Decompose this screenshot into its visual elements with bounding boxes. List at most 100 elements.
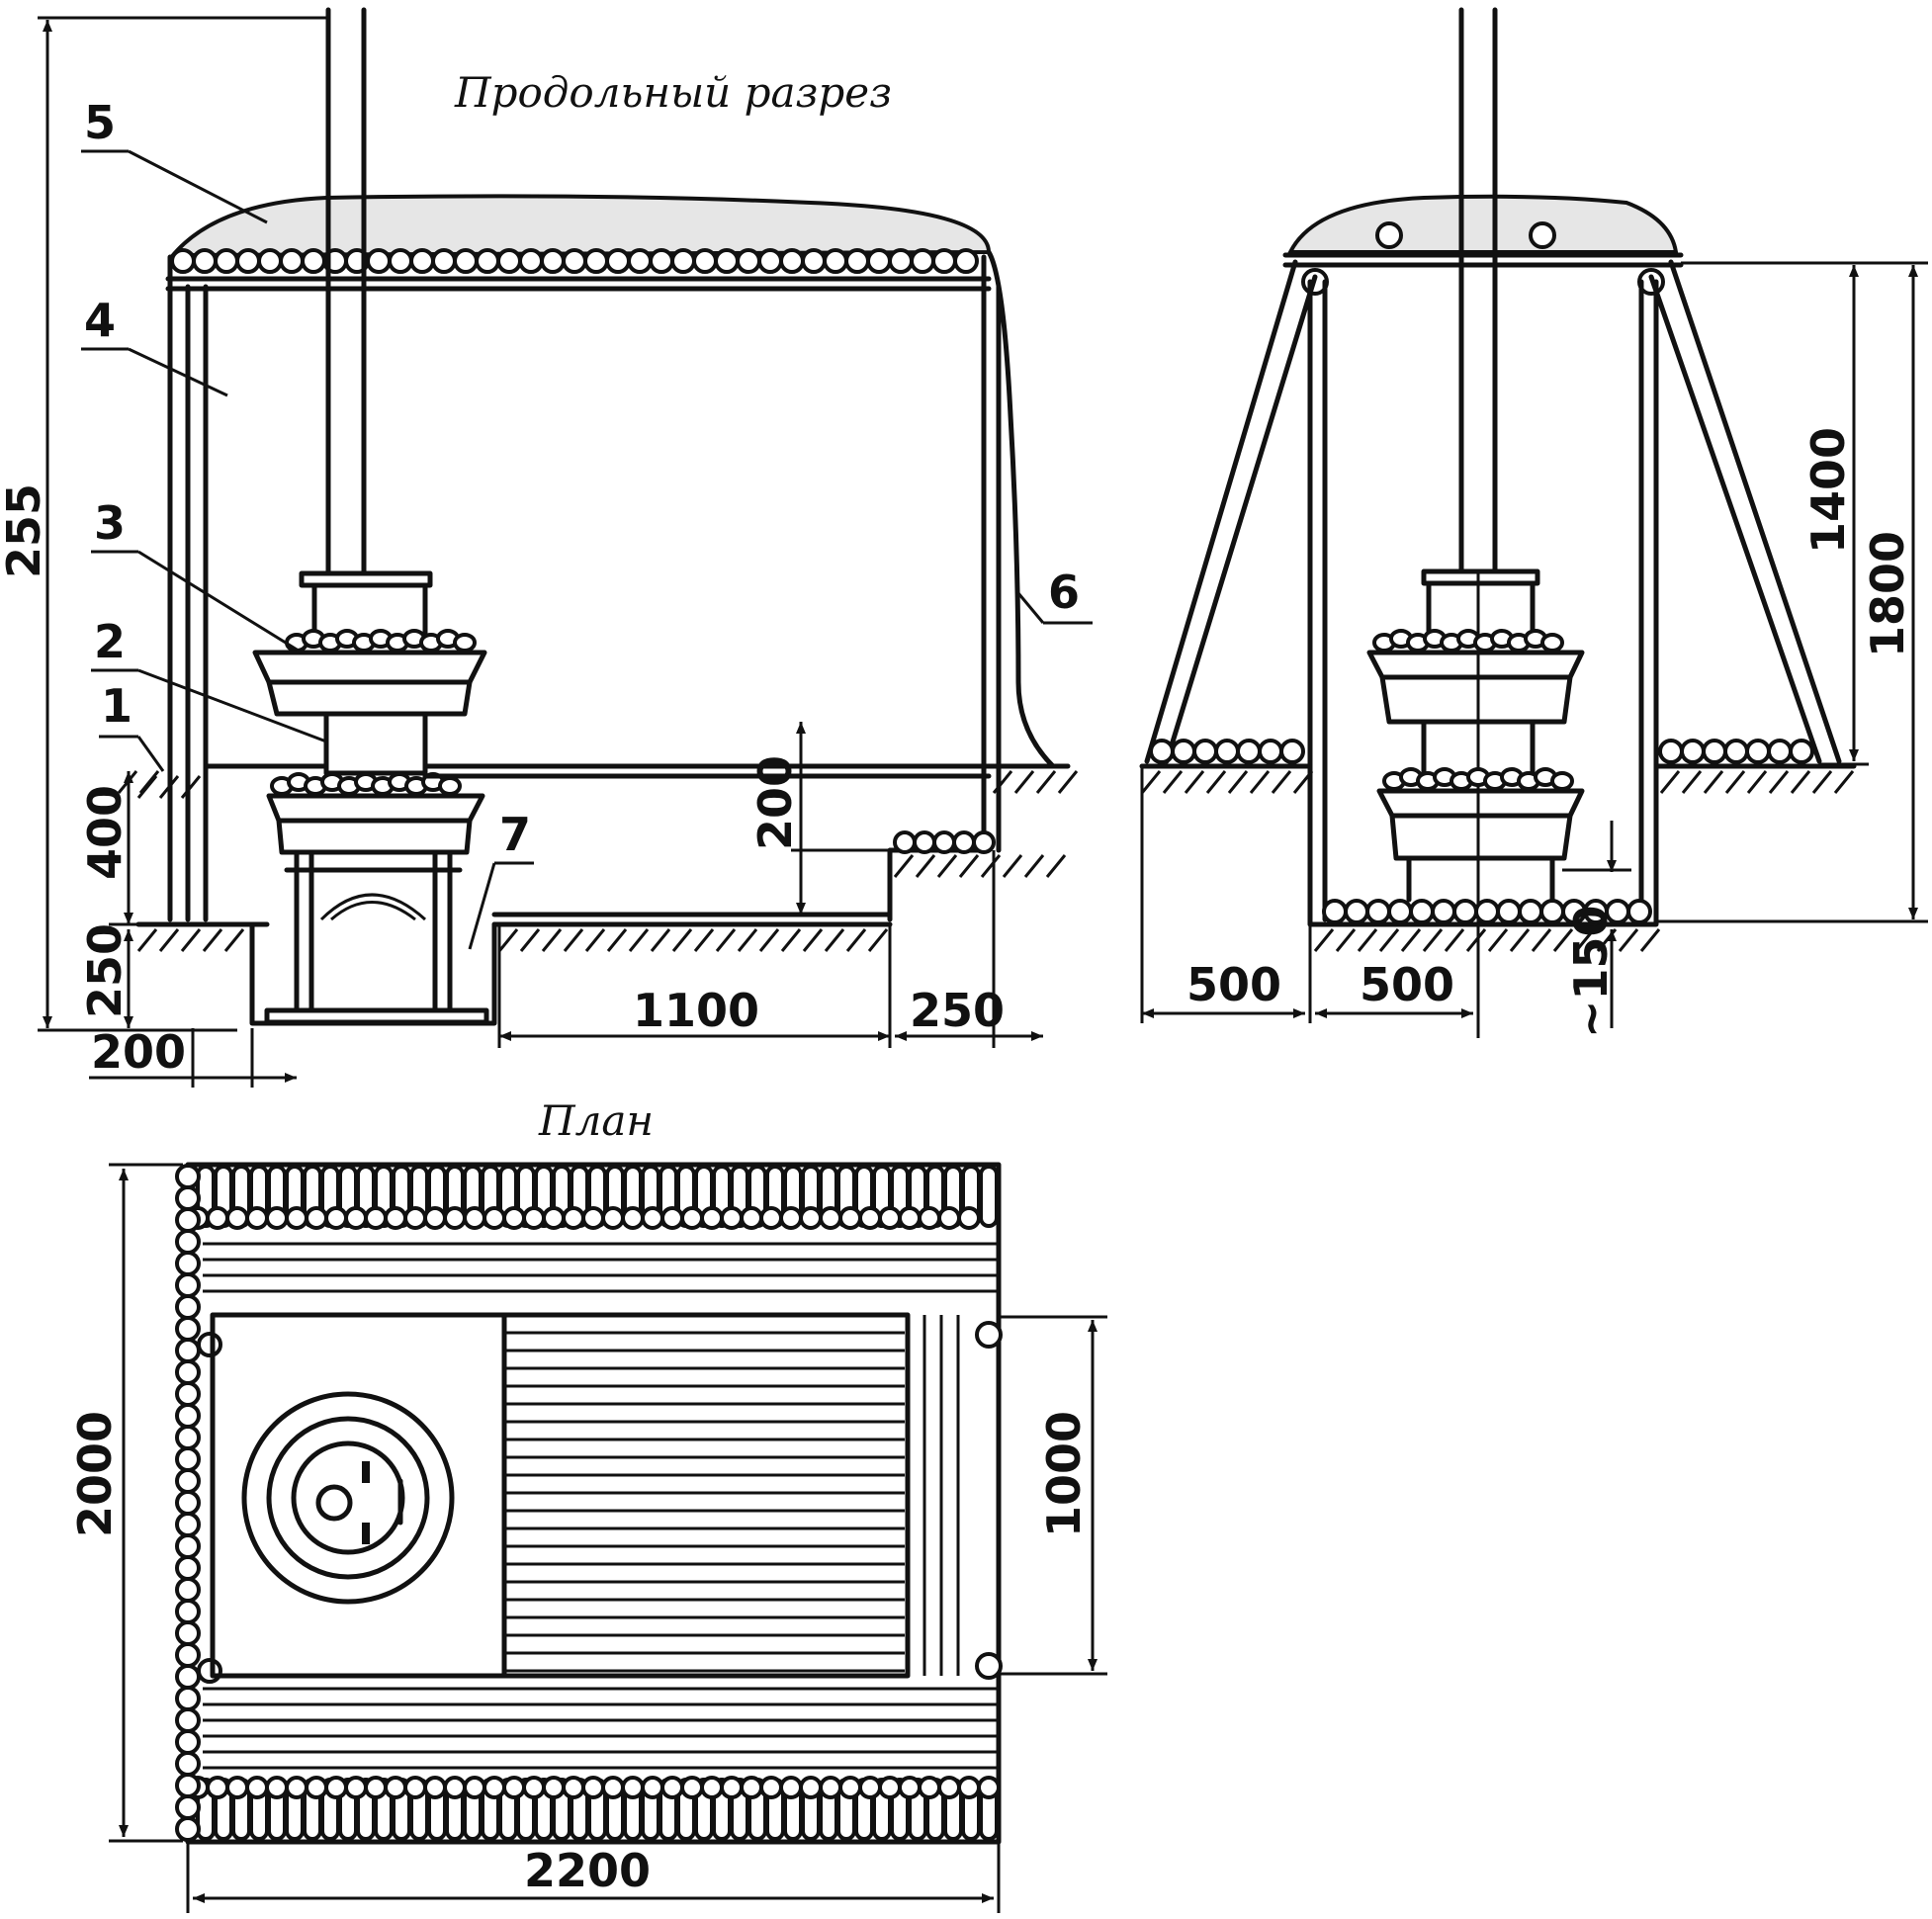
log bbox=[453, 248, 479, 274]
ground-hatching bbox=[117, 770, 1079, 952]
cross-pit bbox=[1307, 763, 1659, 927]
log bbox=[540, 248, 566, 274]
log bbox=[431, 248, 457, 274]
plan-stove-area bbox=[210, 1312, 507, 1679]
dim-2200: 2200 bbox=[524, 1844, 651, 1897]
log bbox=[893, 830, 917, 854]
plan-view: План 2000 1000 bbox=[68, 1096, 1107, 1913]
svg-text:3: 3 bbox=[94, 496, 126, 550]
svg-text:5: 5 bbox=[84, 96, 116, 149]
svg-text:4: 4 bbox=[84, 294, 116, 347]
log bbox=[910, 248, 935, 274]
log bbox=[1518, 899, 1543, 924]
step-logs bbox=[893, 830, 996, 854]
dim-200-step: 200 bbox=[748, 755, 802, 850]
callout-5: 5 bbox=[81, 96, 268, 224]
stones-upper bbox=[285, 629, 477, 653]
log bbox=[932, 830, 956, 854]
log bbox=[1658, 739, 1684, 764]
log bbox=[1149, 739, 1175, 764]
log bbox=[1258, 739, 1283, 764]
cross-leg-right bbox=[1668, 259, 1842, 764]
log bbox=[1431, 899, 1456, 924]
log bbox=[779, 248, 805, 274]
log bbox=[1322, 899, 1348, 924]
dim-1800: 1800 bbox=[1861, 531, 1914, 657]
dim-200-width: 200 bbox=[91, 1025, 186, 1079]
log bbox=[913, 830, 936, 854]
stove-lower-bowl bbox=[266, 793, 485, 824]
stove-base-plate bbox=[264, 1007, 489, 1025]
log bbox=[1236, 739, 1262, 764]
callout-2: 2 bbox=[91, 615, 327, 743]
plan-top-planks bbox=[203, 1242, 997, 1293]
svg-text:7: 7 bbox=[499, 808, 531, 861]
log bbox=[1767, 739, 1793, 764]
stove-firebox bbox=[319, 893, 427, 921]
log bbox=[823, 248, 848, 274]
svg-text:6: 6 bbox=[1048, 566, 1080, 619]
svg-text:2: 2 bbox=[94, 615, 126, 668]
log bbox=[518, 248, 544, 274]
log bbox=[1680, 739, 1706, 764]
log bbox=[496, 248, 522, 274]
log bbox=[757, 248, 783, 274]
log bbox=[1496, 899, 1522, 924]
log bbox=[1626, 899, 1652, 924]
log bbox=[1387, 899, 1413, 924]
log bbox=[1539, 899, 1565, 924]
svg-text:1: 1 bbox=[101, 679, 132, 733]
log bbox=[235, 248, 261, 274]
log bbox=[953, 248, 979, 274]
dim-1100: 1100 bbox=[633, 984, 759, 1037]
log bbox=[214, 248, 239, 274]
dim-250-step: 250 bbox=[910, 984, 1005, 1037]
log bbox=[170, 248, 196, 274]
stove-upper-bowl bbox=[252, 650, 487, 685]
plan-top-logs bbox=[186, 1165, 999, 1230]
cross-stove-upper bbox=[1366, 650, 1585, 680]
callout-3: 3 bbox=[91, 496, 303, 654]
callout-4: 4 bbox=[81, 294, 228, 397]
plan-floor-slats bbox=[506, 1331, 905, 1673]
log bbox=[475, 248, 500, 274]
log bbox=[1409, 899, 1435, 924]
log bbox=[1452, 899, 1478, 924]
cover-tarp bbox=[986, 249, 1056, 769]
cross-leg-left bbox=[1144, 259, 1298, 764]
stone bbox=[438, 776, 462, 796]
cross-floor-logs bbox=[1149, 739, 1814, 924]
roof-earth-layer bbox=[168, 194, 992, 258]
log bbox=[736, 248, 761, 274]
callout-1: 1 bbox=[99, 679, 165, 772]
plan-bottom-planks bbox=[203, 1687, 997, 1770]
log bbox=[1171, 739, 1196, 764]
log bbox=[192, 248, 218, 274]
dim-1400: 1400 bbox=[1801, 427, 1855, 554]
cross-stove-lower bbox=[1376, 788, 1585, 819]
log bbox=[952, 830, 976, 854]
log bbox=[931, 248, 957, 274]
log bbox=[1723, 739, 1749, 764]
stone bbox=[453, 633, 477, 653]
log bbox=[1344, 899, 1369, 924]
dim-255: 255 bbox=[0, 483, 50, 578]
plan-stove-outer bbox=[241, 1391, 455, 1605]
log bbox=[972, 830, 996, 854]
cross-section: 1400 1800 500 500 ~150 bbox=[1139, 7, 1928, 1038]
longitudinal-section: Продольный разрез bbox=[0, 7, 1093, 1088]
dim-2000: 2000 bbox=[68, 1411, 122, 1537]
log bbox=[409, 248, 435, 274]
log bbox=[366, 248, 392, 274]
plan-bottom-logs bbox=[186, 1776, 1001, 1841]
log bbox=[1789, 739, 1814, 764]
plan-title: План bbox=[538, 1096, 654, 1145]
stone bbox=[1540, 633, 1564, 653]
log bbox=[1745, 739, 1771, 764]
dim-500-right: 500 bbox=[1360, 958, 1454, 1011]
log bbox=[1279, 739, 1305, 764]
plan-outline bbox=[185, 1162, 1002, 1845]
log bbox=[1192, 739, 1218, 764]
plan-chimney-hole bbox=[315, 1484, 353, 1522]
dim-250-depth: 250 bbox=[78, 923, 132, 1018]
